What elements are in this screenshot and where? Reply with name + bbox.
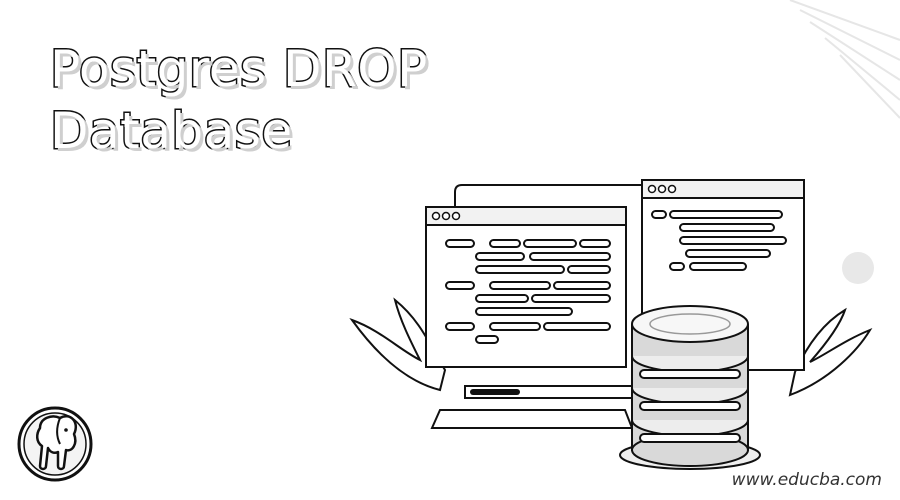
page-title: Postgres DROP Database <box>49 38 429 162</box>
database-cylinder-icon <box>619 305 761 470</box>
splash-left <box>349 297 447 392</box>
title-line-1: Postgres DROP <box>49 39 429 100</box>
title-line-2: Database <box>49 101 294 162</box>
connector-line <box>454 184 642 212</box>
splash-right <box>788 307 873 397</box>
monitor-base <box>430 385 634 429</box>
decorative-stripes <box>789 0 900 119</box>
postgresql-elephant-icon <box>17 406 93 482</box>
code-window-left <box>425 206 627 368</box>
decorative-dot <box>842 252 874 284</box>
watermark: www.educba.com <box>731 470 882 490</box>
